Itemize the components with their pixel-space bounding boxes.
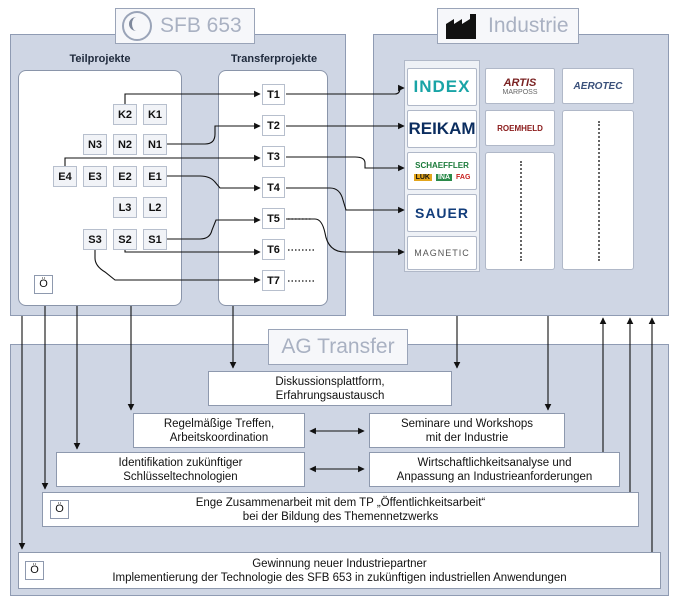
tp-node-l3[interactable]: L3 bbox=[113, 197, 137, 218]
logo-magnetic[interactable]: MAGNETIC bbox=[407, 236, 477, 270]
teilprojekte-heading: Teilprojekte bbox=[69, 53, 131, 65]
ina-logo: INA bbox=[435, 174, 453, 181]
t-node-t4[interactable]: T4 bbox=[262, 177, 285, 198]
box-seminare-workshops: Seminare und Workshops mit der Industrie bbox=[369, 413, 565, 448]
sfb-logo-icon bbox=[122, 11, 152, 41]
tp-node-n2[interactable]: N2 bbox=[113, 134, 137, 155]
logo-schaeffler[interactable]: SCHAEFFLER LUK INA FAG bbox=[407, 152, 477, 190]
logo-artis[interactable]: ARTIS MARPOSS bbox=[485, 68, 555, 104]
tp-node-e1[interactable]: E1 bbox=[143, 166, 167, 187]
box-diskussionsplattform: Diskussionsplattform, Erfahrungsaustausc… bbox=[208, 371, 452, 406]
oeffentlichkeit-icon-zusammenarbeit: Ö bbox=[50, 500, 69, 519]
t-node-t5[interactable]: T5 bbox=[262, 208, 285, 229]
fag-logo: FAG bbox=[456, 174, 471, 181]
tp-node-e3[interactable]: E3 bbox=[83, 166, 107, 187]
industrie-title: Industrie bbox=[488, 14, 569, 37]
t-node-t2[interactable]: T2 bbox=[262, 115, 285, 136]
t-node-t7[interactable]: T7 bbox=[262, 270, 285, 291]
ag-transfer-title-box: AG Transfer bbox=[268, 329, 408, 365]
transferprojekte-heading: Transferprojekte bbox=[230, 53, 318, 65]
tp-node-s1[interactable]: S1 bbox=[143, 229, 167, 250]
industrie-placeholder-3 bbox=[562, 110, 634, 270]
box-gewinnung: Gewinnung neuer Industriepartner Impleme… bbox=[18, 552, 661, 589]
luk-logo: LUK bbox=[413, 174, 432, 181]
sfb-title: SFB 653 bbox=[160, 14, 242, 37]
oeffentlichkeit-icon-gewinnung: Ö bbox=[25, 561, 44, 580]
logo-roemheld[interactable]: ROEMHELD bbox=[485, 110, 555, 146]
tp-node-k2[interactable]: K2 bbox=[113, 104, 137, 125]
logo-sauer[interactable]: SAUER bbox=[407, 194, 477, 232]
box-regelmaessige-treffen: Regelmäßige Treffen, Arbeitskoordination bbox=[133, 413, 305, 448]
t-node-t6[interactable]: T6 bbox=[262, 239, 285, 260]
box-wirtschaftlichkeit: Wirtschaftlichkeitsanalyse und Anpassung… bbox=[369, 452, 620, 487]
tp-node-n3[interactable]: N3 bbox=[83, 134, 107, 155]
box-identifikation: Identifikation zukünftiger Schlüsseltech… bbox=[56, 452, 305, 487]
oeffentlichkeit-icon-sfb: Ö bbox=[34, 275, 53, 294]
tp-node-e2[interactable]: E2 bbox=[113, 166, 137, 187]
tp-node-n1[interactable]: N1 bbox=[143, 134, 167, 155]
industrie-title-box: Industrie bbox=[437, 8, 579, 44]
tp-node-s2[interactable]: S2 bbox=[113, 229, 137, 250]
tp-node-l2[interactable]: L2 bbox=[143, 197, 167, 218]
logo-aerotec[interactable]: AEROTEC bbox=[562, 68, 634, 104]
box-enge-zusammenarbeit: Enge Zusammenarbeit mit dem TP „Öffentli… bbox=[42, 492, 639, 527]
industrie-placeholder-2 bbox=[485, 152, 555, 270]
logo-reikam[interactable]: REIKAM bbox=[407, 110, 477, 148]
t-node-t1[interactable]: T1 bbox=[262, 84, 285, 105]
factory-icon bbox=[444, 12, 480, 40]
tp-node-s3[interactable]: S3 bbox=[83, 229, 107, 250]
ag-transfer-title: AG Transfer bbox=[281, 335, 395, 358]
sfb-title-box: SFB 653 bbox=[115, 8, 255, 44]
tp-node-e4[interactable]: E4 bbox=[53, 166, 77, 187]
logo-index[interactable]: INDEX bbox=[407, 68, 477, 106]
tp-node-k1[interactable]: K1 bbox=[143, 104, 167, 125]
t-node-t3[interactable]: T3 bbox=[262, 146, 285, 167]
